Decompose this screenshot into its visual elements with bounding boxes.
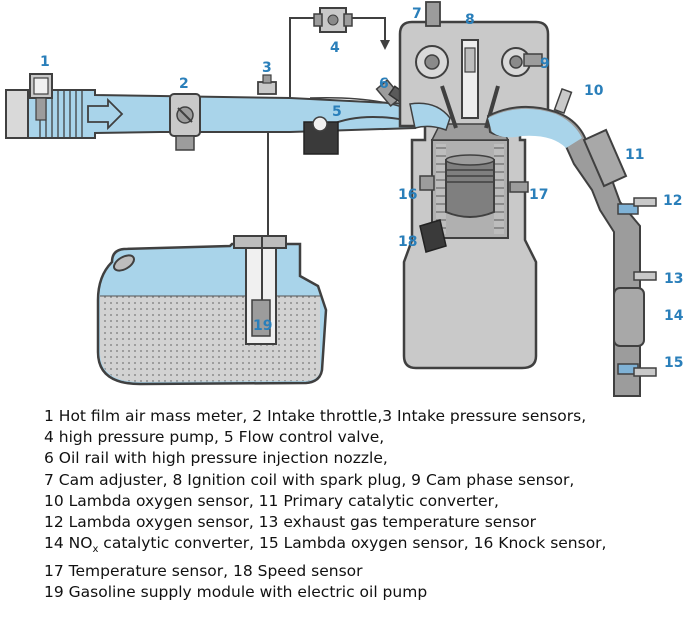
label-12: 12	[663, 193, 682, 209]
temperature-sensor	[509, 181, 529, 193]
legend-line: 6 Oil rail with high pressure injection …	[44, 449, 388, 468]
legend-line: 19 Gasoline supply module with electric …	[44, 582, 428, 601]
label-16: 16	[398, 187, 417, 203]
knock-sensor	[419, 175, 435, 191]
label-2: 2	[179, 76, 189, 92]
speed-sensor	[419, 219, 447, 253]
legend-subscript: x	[92, 544, 99, 556]
label-18: 18	[398, 234, 417, 250]
legend-line: 4 high pressure pump, 5 Flow control val…	[44, 428, 385, 447]
legend-line: 12 Lambda oxygen sensor, 13 exhaust gas …	[44, 513, 537, 532]
legend-line: 7 Cam adjuster, 8 Ignition coil with spa…	[44, 470, 575, 489]
label-8: 8	[465, 12, 475, 28]
label-15: 15	[664, 355, 683, 371]
legend-text: 14 NO	[44, 534, 93, 553]
intake-throttle	[169, 93, 201, 151]
high-pressure-pump	[313, 7, 353, 33]
label-7: 7	[412, 6, 422, 22]
intake-pipe	[27, 89, 417, 139]
label-13: 13	[664, 271, 683, 287]
legend-line: 14 NOx catalytic converter, 15 Lambda ox…	[44, 533, 680, 560]
legend-caption: 1 Hot film air mass meter, 2 Intake thro…	[44, 406, 680, 603]
label-11: 11	[625, 147, 644, 163]
label-17: 17	[529, 187, 548, 203]
fuel-tank	[96, 242, 328, 386]
intake-port	[409, 102, 451, 131]
engine-diagram: 1 2 3 4 5 6 7 8 9 10 11 12 13 14 15 16 1…	[5, 1, 684, 397]
legend-line: 17 Temperature sensor, 18 Speed sensor	[44, 561, 363, 580]
fuel-supply-module	[233, 235, 287, 345]
intake-pressure-sensor	[257, 74, 277, 95]
exhaust-pipe	[486, 87, 657, 397]
air-mass-meter	[5, 73, 53, 139]
legend-line: 10 Lambda oxygen sensor, 11 Primary cata…	[44, 491, 499, 510]
label-3: 3	[262, 60, 272, 76]
label-14: 14	[664, 308, 684, 324]
legend-line: 1 Hot film air mass meter, 2 Intake thro…	[44, 407, 587, 425]
label-9: 9	[540, 56, 550, 72]
label-5: 5	[332, 104, 342, 120]
label-6: 6	[379, 76, 389, 92]
fuel-line	[267, 17, 386, 236]
label-19: 19	[253, 318, 272, 334]
label-4: 4	[330, 40, 340, 56]
flow-control-valve	[303, 116, 406, 155]
legend-text: catalytic converter, 15 Lambda oxygen se…	[98, 534, 607, 553]
label-1: 1	[40, 54, 50, 70]
label-10: 10	[584, 83, 604, 99]
